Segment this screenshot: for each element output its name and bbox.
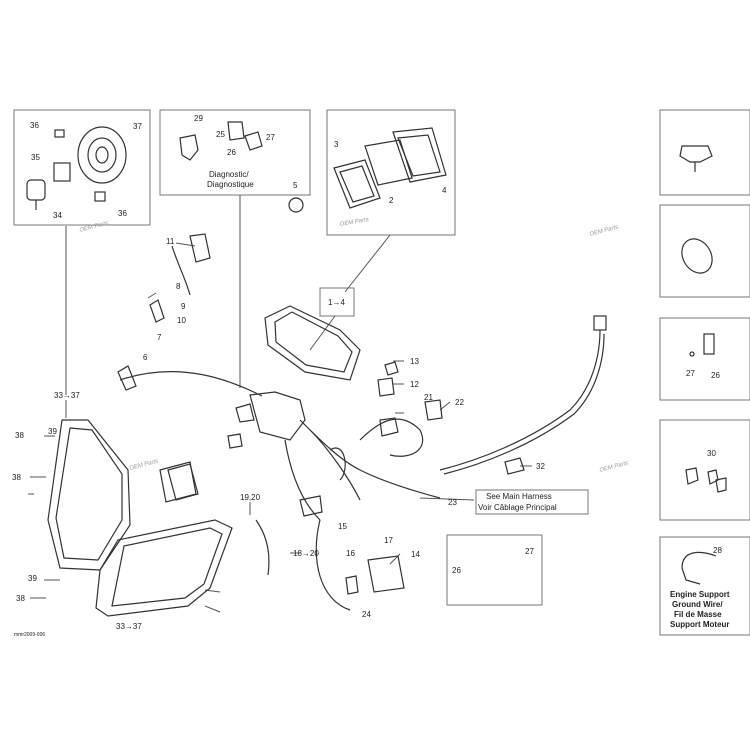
wiring-harness-drawing xyxy=(119,315,607,611)
callout-34: 34 xyxy=(53,211,62,220)
main-harness-label: See Main Harness Voir Câblage Principal xyxy=(475,489,589,515)
callout-9: 9 xyxy=(181,302,186,311)
watermark-text: OEM Parts xyxy=(589,225,619,238)
callout-38: 38 xyxy=(16,594,25,603)
connector-drawing xyxy=(689,333,715,357)
callout-4: 4 xyxy=(442,186,447,195)
headlight-bulb-drawing xyxy=(26,126,127,210)
ground-wire-drawing xyxy=(681,551,717,585)
callout-15: 15 xyxy=(338,522,347,531)
callout-6: 6 xyxy=(143,353,148,362)
callout-26: 26 xyxy=(452,566,461,575)
callout-13: 13 xyxy=(410,357,419,366)
callout-27: 27 xyxy=(266,133,275,142)
engine-support-line1: Engine Support xyxy=(670,590,730,599)
inset-box-top-right xyxy=(659,109,750,196)
leader-lines xyxy=(28,195,532,613)
callout-7: 7 xyxy=(157,333,162,342)
callout-35: 35 xyxy=(31,153,40,162)
callout-17: 17 xyxy=(384,536,393,545)
gasket-ring-drawing xyxy=(681,238,713,274)
inset-box-ring xyxy=(659,204,750,298)
callout-27: 27 xyxy=(525,547,534,556)
main-harness-label-line2: Voir Câblage Principal xyxy=(478,503,557,512)
watermark-text: OEM Parts xyxy=(79,221,109,234)
callout-8: 8 xyxy=(176,282,181,291)
callout-38: 38 xyxy=(15,431,24,440)
diagnostic-connector-drawing xyxy=(179,121,263,161)
callouts: 36 37 35 34 36 29 25 27 26 5 3 2 4 11 8 … xyxy=(12,114,722,631)
callout-10: 10 xyxy=(177,316,186,325)
callout-33-37: 33→37 xyxy=(54,391,80,400)
callout-37: 37 xyxy=(133,122,142,131)
clips-drawing xyxy=(685,467,727,493)
callout-39: 39 xyxy=(28,574,37,583)
callout-36: 36 xyxy=(118,209,127,218)
diagnostic-label-line2: Diagnostique xyxy=(207,180,254,189)
callout-33-37: 33→37 xyxy=(116,622,142,631)
engine-support-label: Engine Support Ground Wire/ Fil de Masse… xyxy=(670,590,730,629)
diagnostic-label-line1: Diagnostic/ xyxy=(209,170,249,179)
callout-5: 5 xyxy=(293,181,298,190)
inset-box-connector xyxy=(659,317,750,401)
highlight-box xyxy=(319,287,355,317)
callout-27: 27 xyxy=(686,369,695,378)
callout-25: 25 xyxy=(216,130,225,139)
callout-18-20: 18→20 xyxy=(293,549,319,558)
callout-19-20: 19,20 xyxy=(240,493,261,502)
inset-box-ground-wire xyxy=(659,536,750,636)
watermark-text: OEM Parts xyxy=(599,461,629,474)
inset-box-relay xyxy=(446,534,543,606)
watermark-text: OEM Parts xyxy=(129,459,159,472)
watermark-text: OEM Parts xyxy=(339,217,369,228)
engine-support-line3: Fil de Masse xyxy=(674,610,722,619)
clip-drawing xyxy=(679,145,713,172)
inset-box-clips xyxy=(659,419,750,521)
callout-32: 32 xyxy=(536,462,545,471)
engine-support-line2: Ground Wire/ xyxy=(672,600,723,609)
inset-box-gauge xyxy=(326,109,456,236)
callout-3: 3 xyxy=(334,140,339,149)
engine-support-line4: Support Moteur xyxy=(670,620,730,629)
callout-23: 23 xyxy=(448,498,457,507)
callout-36: 36 xyxy=(30,121,39,130)
gauge-cluster-drawing xyxy=(288,127,447,213)
headlight-housing-drawing xyxy=(47,419,233,617)
callout-30: 30 xyxy=(707,449,716,458)
callout-16: 16 xyxy=(346,549,355,558)
callout-22: 22 xyxy=(455,398,464,407)
bulb-socket-chain-drawing xyxy=(117,233,255,449)
callout-12: 12 xyxy=(410,380,419,389)
diagnostic-label: Diagnostic/ Diagnostique xyxy=(207,170,254,189)
callout-39: 39 xyxy=(48,427,57,436)
highlight-reference: 1→4 xyxy=(328,298,345,307)
callout-38: 38 xyxy=(12,473,21,482)
relay-drawing xyxy=(345,555,405,595)
corner-code: mmr2009-006 xyxy=(14,632,45,638)
callout-14: 14 xyxy=(411,550,420,559)
callout-21: 21 xyxy=(424,393,433,402)
inset-box-headlight-bulb xyxy=(13,109,151,226)
callout-29: 29 xyxy=(194,114,203,123)
callout-11: 11 xyxy=(166,237,175,246)
direction-arrow xyxy=(159,461,197,503)
main-gauge-cluster-drawing xyxy=(264,305,361,381)
callout-26: 26 xyxy=(711,371,720,380)
callout-26: 26 xyxy=(227,148,236,157)
callout-24: 24 xyxy=(362,610,371,619)
callout-28: 28 xyxy=(713,546,722,555)
callout-2: 2 xyxy=(389,196,394,205)
inset-box-diagnostic xyxy=(159,109,311,196)
main-harness-label-line1: See Main Harness xyxy=(486,492,552,501)
